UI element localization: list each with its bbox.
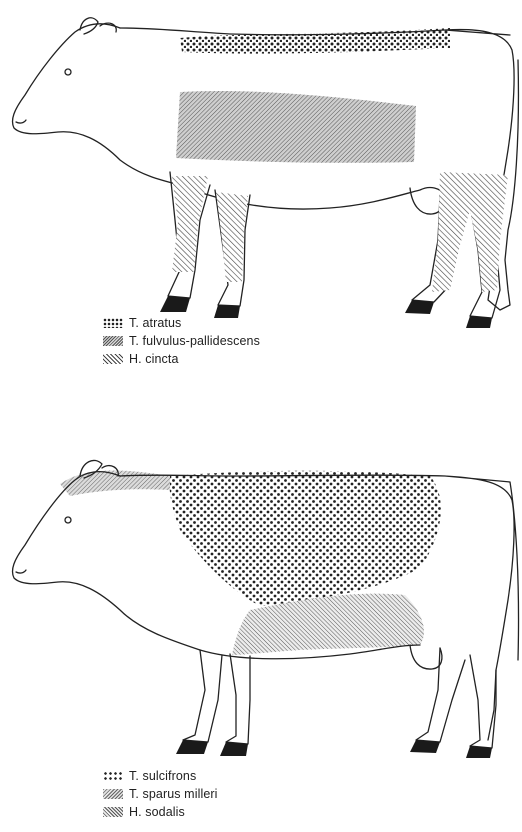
dots-swatch-icon <box>103 771 123 781</box>
bottom-cow-diagram <box>0 440 522 760</box>
legend-label: T. atratus <box>129 316 181 330</box>
legend-label: H. cincta <box>129 352 179 366</box>
legend-item: T. atratus <box>103 314 260 332</box>
legend-item: T. sulcifrons <box>103 767 218 785</box>
dots-swatch-icon <box>103 318 123 328</box>
front-leg <box>183 650 222 742</box>
stripes-swatch-icon <box>103 789 123 799</box>
front-leg-2 <box>226 654 250 744</box>
legend-item: H. sodalis <box>103 803 218 821</box>
legend-label: T. sulcifrons <box>129 769 196 783</box>
head-outline <box>12 24 180 185</box>
legend-item: T. sparus milleri <box>103 785 218 803</box>
top-cow-diagram <box>0 0 522 330</box>
stipple-swatch-icon <box>103 336 123 346</box>
legend-item: H. cincta <box>103 350 260 368</box>
hind-leg-area <box>432 172 508 292</box>
top-cow-figure: T. atratus T. fulvulus-pallidescens H. c… <box>0 0 522 400</box>
udder-outline <box>410 645 442 669</box>
hind-leg-2 <box>470 655 496 748</box>
front-leg-area <box>172 176 248 282</box>
flank-area <box>176 91 416 163</box>
fine-hatch-swatch-icon <box>103 807 123 817</box>
legend-label: T. fulvulus-pallidescens <box>129 334 260 348</box>
legend-label: H. sodalis <box>129 805 185 819</box>
legend-label: T. sparus milleri <box>129 787 218 801</box>
bottom-cow-figure: T. sulcifrons T. sparus milleri H. sodal… <box>0 440 522 832</box>
hatch-swatch-icon <box>103 354 123 364</box>
back-spots-area <box>180 28 450 54</box>
legend-item: T. fulvulus-pallidescens <box>103 332 260 350</box>
hooves <box>176 740 492 758</box>
top-legend: T. atratus T. fulvulus-pallidescens H. c… <box>103 314 260 368</box>
bottom-legend: T. sulcifrons T. sparus milleri H. sodal… <box>103 767 218 821</box>
body-dots-area <box>169 471 440 606</box>
